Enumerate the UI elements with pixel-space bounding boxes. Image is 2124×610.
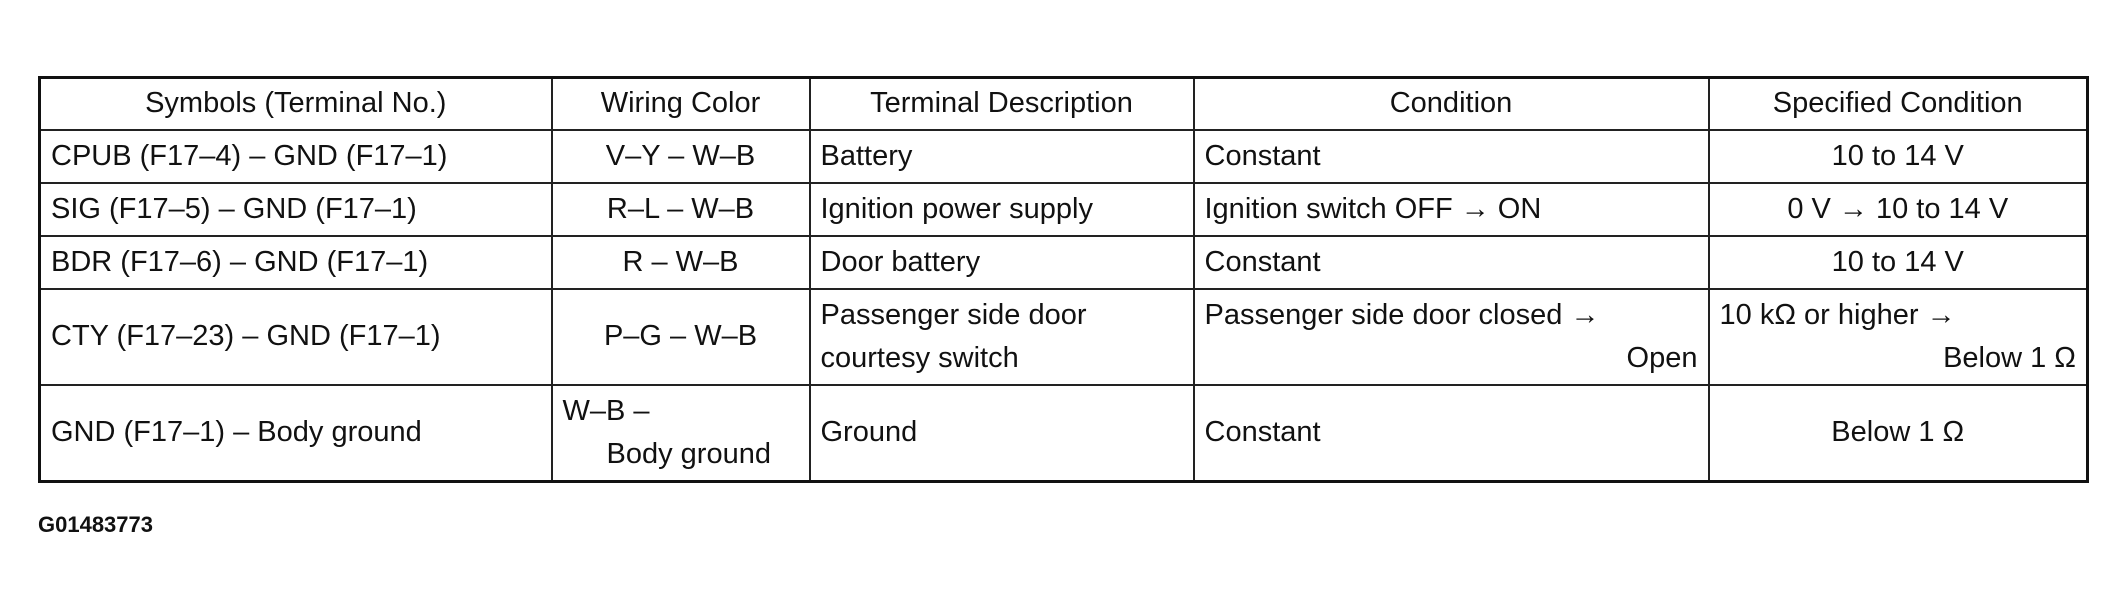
table-row: CTY (F17–23) – GND (F17–1) P–G – W–B Pas… xyxy=(38,288,2089,386)
table-row: SIG (F17–5) – GND (F17–1) R–L – W–B Igni… xyxy=(38,182,2089,237)
cell-wiring-color: V–Y – W–B xyxy=(550,129,811,184)
cell-specified-condition: 10 to 14 V xyxy=(1707,129,2089,184)
cell-specified-condition: 10 kΩ or higher → Below 1 Ω xyxy=(1707,288,2089,386)
header-specified-condition: Specified Condition xyxy=(1707,76,2089,131)
cell-specified-condition: 10 to 14 V xyxy=(1707,235,2089,290)
table-row: CPUB (F17–4) – GND (F17–1) V–Y – W–B Bat… xyxy=(38,129,2089,184)
cell-description: Passenger side door courtesy switch xyxy=(808,288,1195,386)
cell-specified-line2: Below 1 Ω xyxy=(1943,342,2076,374)
table-row: BDR (F17–6) – GND (F17–1) R – W–B Door b… xyxy=(38,235,2089,290)
header-symbols: Symbols (Terminal No.) xyxy=(38,76,553,131)
cell-wiring-color: W–B – Body ground xyxy=(550,384,811,483)
cell-symbols: CTY (F17–23) – GND (F17–1) xyxy=(38,288,553,386)
cell-condition: Passenger side door closed → Open xyxy=(1192,288,1710,386)
cell-wiring-color: P–G – W–B xyxy=(550,288,811,386)
cell-description-line2: courtesy switch xyxy=(820,342,1019,374)
cell-condition-line2: Open xyxy=(1626,342,1698,374)
cell-symbols: SIG (F17–5) – GND (F17–1) xyxy=(38,182,553,237)
terminal-spec-table: Symbols (Terminal No.) Wiring Color Term… xyxy=(38,76,2089,483)
cell-condition-line1: Passenger side door closed → xyxy=(1204,298,1600,331)
cell-symbols: BDR (F17–6) – GND (F17–1) xyxy=(38,235,553,290)
header-terminal-description: Terminal Description xyxy=(808,76,1195,131)
cell-description: Door battery xyxy=(808,235,1195,290)
cell-wiring-color: R–L – W–B xyxy=(550,182,811,237)
cell-symbols: CPUB (F17–4) – GND (F17–1) xyxy=(38,129,553,184)
table-header-row: Symbols (Terminal No.) Wiring Color Term… xyxy=(38,76,2089,131)
cell-condition: Constant xyxy=(1192,384,1710,483)
header-wiring-color: Wiring Color xyxy=(550,76,811,131)
cell-description: Ignition power supply xyxy=(808,182,1195,237)
cell-condition: Ignition switch OFF → ON xyxy=(1192,182,1710,237)
cell-wiring-line2: Body ground xyxy=(606,438,771,470)
cell-condition: Constant xyxy=(1192,129,1710,184)
cell-description-line1: Passenger side door xyxy=(820,298,1087,331)
figure-code: G01483773 xyxy=(38,512,153,537)
cell-condition: Constant xyxy=(1192,235,1710,290)
cell-wiring-color: R – W–B xyxy=(550,235,811,290)
table-row: GND (F17–1) – Body ground W–B – Body gro… xyxy=(38,384,2089,483)
cell-description: Battery xyxy=(808,129,1195,184)
cell-specified-condition: Below 1 Ω xyxy=(1707,384,2089,483)
cell-specified-line1: 10 kΩ or higher → xyxy=(1719,298,1956,331)
cell-description: Ground xyxy=(808,384,1195,483)
cell-wiring-line1: W–B – xyxy=(562,394,650,427)
header-condition: Condition xyxy=(1192,76,1710,131)
cell-specified-condition: 0 V → 10 to 14 V xyxy=(1707,182,2089,237)
cell-symbols: GND (F17–1) – Body ground xyxy=(38,384,553,483)
